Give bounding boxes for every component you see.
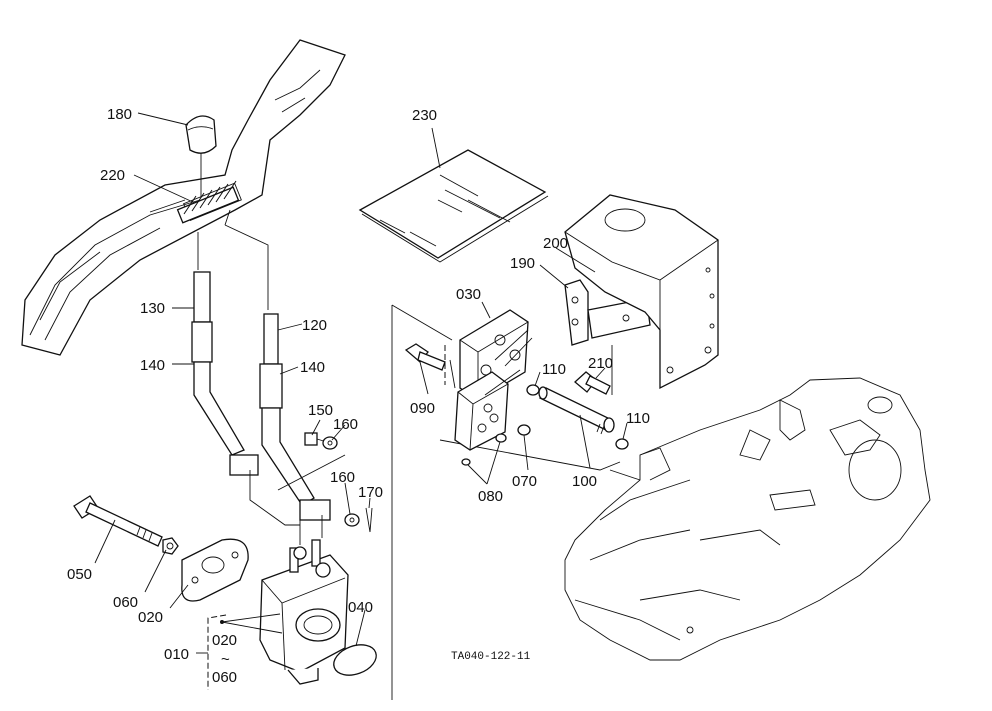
lever-right xyxy=(224,224,331,521)
lever-knob xyxy=(185,115,217,198)
lever-left xyxy=(191,232,259,476)
lever-link-lines xyxy=(249,454,346,526)
label-060: 060 xyxy=(113,594,138,611)
control-valve-body xyxy=(259,515,349,685)
label-170: 170 xyxy=(358,484,383,501)
fitting-210 xyxy=(574,345,613,395)
valve-bracket-010 xyxy=(207,613,283,690)
washer-160-upper xyxy=(322,436,338,450)
label-130: 130 xyxy=(140,300,165,317)
label-150: 150 xyxy=(308,402,333,419)
figure-code: TA040-122-11 xyxy=(451,651,531,663)
owner-manual-230 xyxy=(358,149,549,263)
pipe-100 xyxy=(538,386,615,435)
o-rings-080-070 xyxy=(461,384,629,466)
separator-lines xyxy=(224,209,621,700)
label-100: 100 xyxy=(572,473,597,490)
label-110-upper: 110 xyxy=(542,361,566,378)
label-070: 070 xyxy=(512,473,537,490)
label-020-range: 020 xyxy=(212,632,237,649)
label-230: 230 xyxy=(412,107,437,124)
label-010: 010 xyxy=(164,646,189,663)
flange-plate-020 xyxy=(181,538,249,602)
label-020: 020 xyxy=(138,609,163,626)
pin-170 xyxy=(365,507,373,533)
label-050: 050 xyxy=(67,566,92,583)
hydraulic-housing xyxy=(564,194,719,390)
tractor-transmission-body xyxy=(564,377,931,661)
label-200: 200 xyxy=(543,235,568,252)
label-160-upper: 160 xyxy=(333,416,358,433)
part-labels: 180 220 130 140 120 140 150 160 160 170 … xyxy=(67,106,650,686)
label-040: 040 xyxy=(348,599,373,616)
fitting-090 xyxy=(404,343,456,389)
label-190: 190 xyxy=(510,255,535,272)
mount-plate-030 xyxy=(459,309,533,401)
label-160-lower: 160 xyxy=(330,469,355,486)
label-090: 090 xyxy=(410,400,435,417)
label-030: 030 xyxy=(456,286,481,303)
label-140-left: 140 xyxy=(140,357,165,374)
label-110-lower: 110 xyxy=(626,410,650,427)
label-210: 210 xyxy=(588,355,613,372)
label-140-right: 140 xyxy=(300,359,325,376)
o-ring-040 xyxy=(333,644,377,676)
label-range-tilde: ~ xyxy=(221,651,230,668)
label-220: 220 xyxy=(100,167,125,184)
label-180: 180 xyxy=(107,106,132,123)
bracket-190 xyxy=(564,279,651,346)
label-120: 120 xyxy=(302,317,327,334)
label-060-range: 060 xyxy=(212,669,237,686)
label-080: 080 xyxy=(478,488,503,505)
washer-160-lower xyxy=(344,513,360,527)
leader-lines xyxy=(94,112,628,654)
long-bolt-050 xyxy=(73,495,163,547)
adapter-block xyxy=(454,369,521,451)
nut-060 xyxy=(162,537,179,555)
slot-insert-hatched xyxy=(176,180,240,224)
